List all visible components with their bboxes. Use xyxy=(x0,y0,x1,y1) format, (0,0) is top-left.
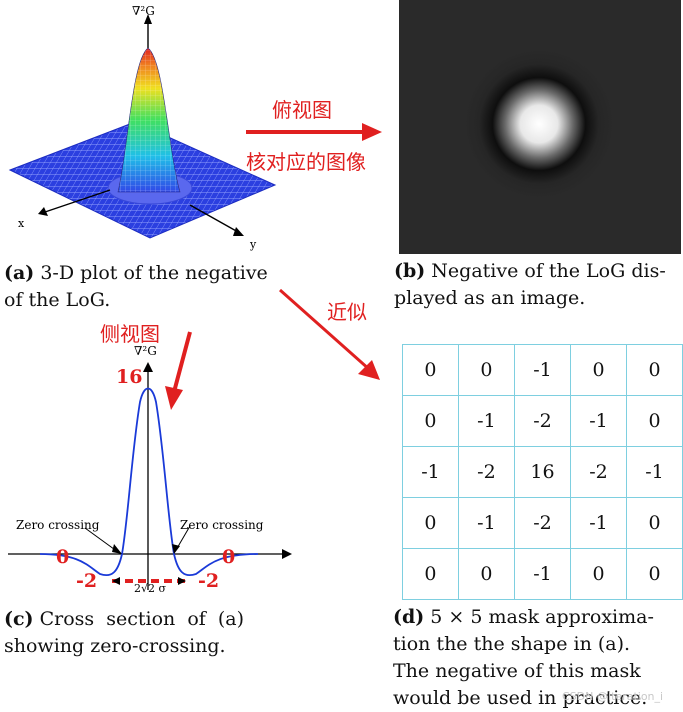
width-arrow-right xyxy=(178,577,186,585)
mask-cell: -1 xyxy=(625,446,683,498)
panel-b-caption-letter: (b) xyxy=(394,260,426,282)
mask-cell: 0 xyxy=(570,548,627,600)
approx-label: 近似 xyxy=(327,300,367,324)
left-zero-crossing-label: Zero crossing xyxy=(16,518,100,532)
panel-a-axis-label: ∇²G xyxy=(132,4,155,18)
mask-cell: 0 xyxy=(457,344,515,396)
log-blob xyxy=(464,49,614,199)
right-zero-label: 0 xyxy=(222,546,236,568)
panel-d-caption-line4: would be used in practice. xyxy=(393,687,648,709)
left-pointer-head xyxy=(112,544,122,554)
left-min-label: -2 xyxy=(76,570,98,592)
mask-cell: -1 xyxy=(570,395,627,447)
mask-cell: -2 xyxy=(457,446,515,498)
mask-cell: 0 xyxy=(570,344,627,396)
panel-c-caption-letter: (c) xyxy=(4,608,34,630)
mask-cell: 0 xyxy=(402,497,459,549)
top-view-desc-label: 核对应的图像 xyxy=(246,150,366,174)
width-arrow-left xyxy=(112,577,120,585)
mask-cell: -2 xyxy=(513,395,572,447)
mask-cell: 0 xyxy=(402,344,459,396)
right-min-label: -2 xyxy=(198,570,220,592)
panel-b-caption: (b) Negative of the LoG dis- played as a… xyxy=(394,258,683,312)
mask-cell: -2 xyxy=(513,497,572,549)
mask-cell: 0 xyxy=(625,395,683,447)
side-view-label: 侧视图 xyxy=(100,322,160,346)
mask-cell: 0 xyxy=(402,395,459,447)
right-zero-crossing-label: Zero crossing xyxy=(180,518,264,532)
panel-b-caption-line2: played as an image. xyxy=(394,287,586,309)
cs-y-axis-arrow xyxy=(143,362,153,372)
log-cross-section xyxy=(8,362,292,590)
mask-cell: -1 xyxy=(513,344,572,396)
approx-arrow xyxy=(279,288,380,380)
panel-a-caption-line1: 3-D plot of the negative xyxy=(34,262,268,284)
panel-d-caption: (d) 5 × 5 mask approxima- tion the the s… xyxy=(393,604,683,712)
mask-cell: -2 xyxy=(570,446,627,498)
panel-a-y-label: y xyxy=(250,238,257,251)
mask-cell: -1 xyxy=(457,395,515,447)
panel-c-caption-line2: showing zero-crossing. xyxy=(4,635,226,657)
panel-c-caption-line1: Cross section of (a) xyxy=(33,608,245,630)
mask-cell: -1 xyxy=(402,446,459,498)
right-pointer-head xyxy=(172,544,180,554)
mask-cell: 0 xyxy=(402,548,459,600)
width-label: 2√2 σ xyxy=(134,582,167,595)
log-3d-plot xyxy=(8,14,277,239)
mask-cell: -1 xyxy=(513,548,572,600)
cs-x-axis-arrow xyxy=(282,549,292,559)
panel-d-caption-line2: tion the the shape in (a). xyxy=(393,633,631,655)
panel-a-caption-line2: of the LoG. xyxy=(4,289,111,311)
y-axis-arrow xyxy=(233,227,244,236)
panel-b-caption-line1: Negative of the LoG dis- xyxy=(425,260,666,282)
panel-d-caption-line1: 5 × 5 mask approxima- xyxy=(424,606,654,628)
x-axis-arrow xyxy=(38,207,48,216)
panel-c-caption: (c) Cross section of (a) showing zero-cr… xyxy=(4,606,294,660)
side-view-arrow xyxy=(165,331,192,410)
panel-a-caption-letter: (a) xyxy=(4,262,35,284)
panel-a-caption: (a) 3-D plot of the negative of the LoG. xyxy=(4,260,304,314)
panel-d-caption-line3: The negative of this mask xyxy=(393,660,641,682)
mask-cell: 16 xyxy=(513,446,572,498)
mask-cell: 0 xyxy=(625,497,683,549)
log-curve xyxy=(39,387,259,576)
y-axis xyxy=(189,204,239,233)
mask-cell: 0 xyxy=(457,548,515,600)
panel-d-caption-letter: (d) xyxy=(393,606,425,628)
log-image xyxy=(399,0,681,254)
mask-cell: -1 xyxy=(570,497,627,549)
z-axis-arrow xyxy=(144,14,152,24)
mask-cell: -1 xyxy=(457,497,515,549)
panel-c-axis-label: ∇²G xyxy=(134,344,157,358)
peak-value-label: 16 xyxy=(116,366,143,388)
watermark: CSDN @Iteration_i xyxy=(562,690,664,703)
panel-a-x-label: x xyxy=(18,217,25,230)
top-view-arrow xyxy=(246,123,382,141)
mask-cell: 0 xyxy=(625,344,683,396)
left-pointer xyxy=(84,527,119,553)
x-axis xyxy=(44,189,111,213)
mask-cell: 0 xyxy=(625,548,683,600)
top-view-label: 俯视图 xyxy=(272,98,332,122)
left-zero-label: 0 xyxy=(56,546,70,568)
